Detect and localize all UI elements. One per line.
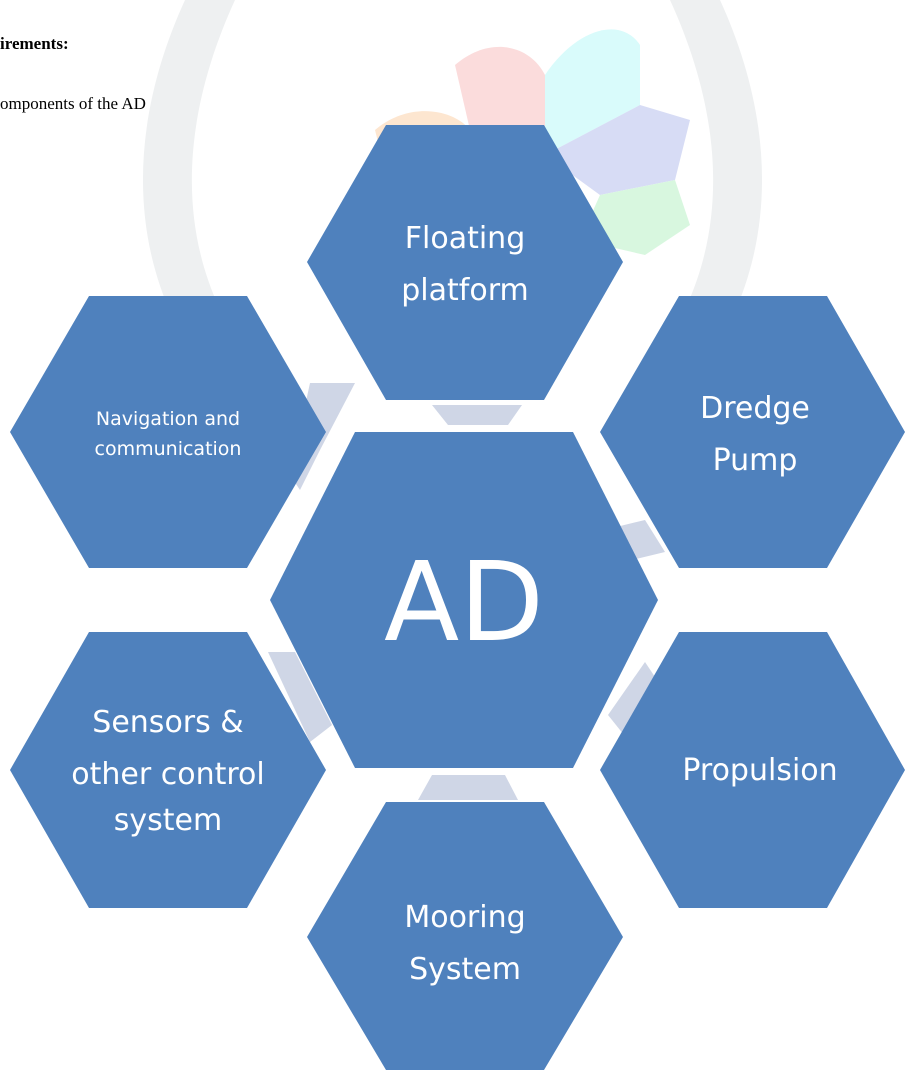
center-hexagon-ad: AD — [270, 432, 658, 768]
hexagon-dredge-pump: Dredge Pump — [600, 296, 905, 568]
connector-top — [432, 405, 522, 425]
floating-platform-label-line-1: Floating — [405, 221, 525, 256]
propulsion-label: Propulsion — [682, 753, 837, 788]
sensors-control-label-line-1: Sensors & — [92, 705, 243, 740]
mooring-system-label-line-1: Mooring — [404, 900, 525, 935]
sensors-control-label-line-3: system — [114, 803, 222, 838]
center-label: AD — [384, 538, 544, 666]
navigation-communication-label-line-2: communication — [95, 438, 242, 460]
navigation-communication-label-line-1: Navigation and — [96, 408, 240, 430]
mooring-system-label-line-2: System — [409, 952, 521, 987]
connector-upper-right — [612, 520, 665, 560]
watermark-laurel-left — [142, 0, 250, 380]
floating-platform-hex-shape — [307, 125, 623, 400]
hexagon-propulsion: Propulsion — [600, 632, 905, 908]
connector-lower-left — [268, 652, 332, 742]
navigation-communication-hex-shape — [10, 296, 326, 568]
watermark-laurel-right — [655, 0, 763, 380]
section-heading: irements: — [0, 34, 69, 53]
dredge-pump-label-line-1: Dredge — [700, 391, 810, 426]
intro-sentence: omponents of the AD are: — [0, 94, 176, 113]
center-hex-shape — [270, 432, 658, 768]
watermark-petal-violet — [545, 105, 690, 195]
hexagon-sensors-control: Sensors & other control system — [10, 632, 326, 908]
floating-platform-label-line-2: platform — [401, 273, 528, 308]
mooring-system-hex-shape — [307, 802, 623, 1070]
dredge-pump-label-line-2: Pump — [713, 443, 798, 478]
hexagon-mooring-system: Mooring System — [307, 802, 623, 1070]
watermark-petal-cyan — [545, 29, 640, 155]
sensors-control-hex-shape — [10, 632, 326, 908]
dredge-pump-hex-shape — [600, 296, 905, 568]
sensors-control-label-line-2: other control — [71, 757, 264, 792]
propulsion-hex-shape — [600, 632, 905, 908]
connector-bottom — [418, 775, 518, 800]
hexagon-floating-platform: Floating platform — [307, 125, 623, 400]
hexagon-navigation-communication: Navigation and communication — [10, 296, 326, 568]
